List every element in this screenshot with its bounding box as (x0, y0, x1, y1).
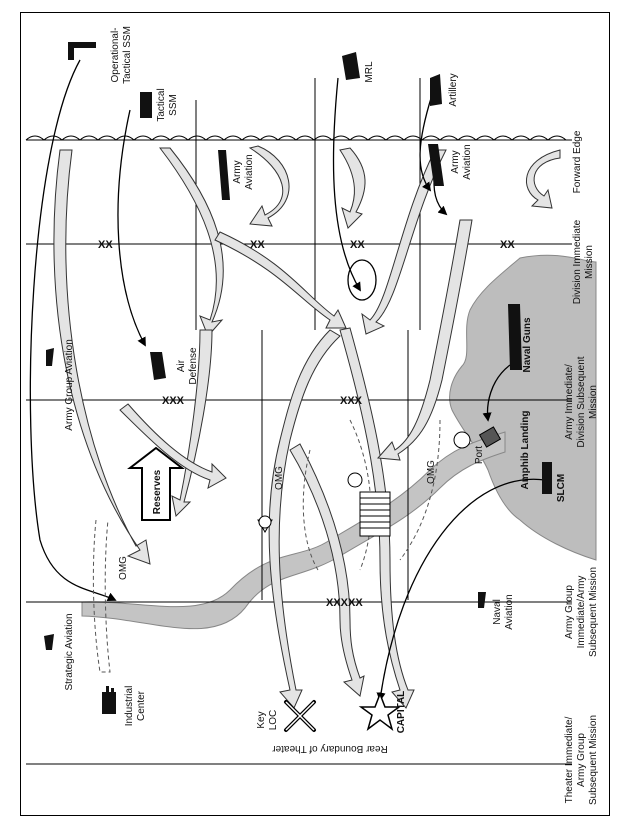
army-aviation-label-1-a: Army (232, 160, 243, 183)
division-immediate-label-1: Division Immediate (572, 219, 583, 304)
mrl-label: MRL (364, 61, 375, 83)
army-immediate-label-1: Army Immediate/ (564, 364, 575, 440)
weapon-icons (44, 42, 552, 650)
forward-edge-scallops (25, 135, 567, 141)
army-group-immediate-label-1: Army Group (564, 585, 575, 639)
omg-label-1: OMG (118, 556, 129, 580)
advance-arrow-1 (53, 149, 151, 565)
slcm-icon (542, 462, 552, 494)
omg-corridor-left (92, 519, 111, 673)
diagram-frame (20, 12, 610, 816)
advance-arrows (53, 145, 561, 709)
artillery-fire-arc (419, 94, 433, 192)
slcm-label: SLCM (556, 474, 567, 502)
forward-edge-label: Forward Edge (572, 130, 583, 193)
army-group-marker: XXXXX (326, 597, 363, 609)
air-defense-icon (150, 352, 166, 380)
division-immediate-label-2: Mission (584, 245, 595, 279)
army-aviation-label-2-b: Aviation (462, 144, 473, 179)
op-tac-ssm-label-1: Operational- (110, 27, 121, 82)
capital-label: CAPITAL (396, 691, 407, 734)
advance-arrow-3 (248, 145, 290, 227)
advance-arrow-12 (119, 403, 227, 489)
naval-aviation-label-1: Naval (492, 599, 503, 625)
airborne-marker-3 (453, 431, 471, 449)
slcm-fire-arc (376, 478, 546, 702)
advance-arrow-5 (361, 149, 447, 335)
strategic-aviation-icon (44, 634, 54, 650)
tactical-ssm-label-2: SSM (168, 94, 179, 116)
mrl-target-ellipse (347, 259, 377, 301)
army-marker-2: XXX (340, 395, 363, 407)
advance-arrow-6 (525, 149, 561, 209)
army-aviation-label-2-a: Army (450, 150, 461, 173)
airborne-marker-2 (347, 472, 363, 488)
army-aviation-label-1-b: Aviation (244, 154, 255, 189)
key-loc-label-1: Key (256, 711, 267, 728)
omg-label-3: OMG (426, 460, 437, 484)
advance-arrow-4 (339, 147, 366, 229)
rear-boundary-label: Rear Boundary of Theater (272, 743, 388, 754)
industrial-center-label-2: Center (136, 690, 147, 721)
river (81, 431, 506, 630)
division-marker-2: XX (250, 239, 265, 251)
reserves-arrow (127, 446, 185, 521)
industrial-center-icon (102, 686, 116, 714)
port-marker (478, 426, 502, 448)
naval-aviation-label-2: Aviation (504, 594, 515, 629)
army-immediate-label-3: Mission (588, 385, 599, 419)
theater-immediate-label-3: Subsequent Mission (588, 715, 599, 805)
air-defense-label-1: Air (176, 359, 187, 372)
army-marker-1: XXX (162, 395, 185, 407)
advance-arrow-11 (376, 219, 473, 461)
advance-arrow-10 (171, 329, 213, 518)
army-group-aviation-icon (46, 348, 54, 366)
naval-guns-fire-arc (482, 364, 511, 422)
advance-arrow-7 (214, 231, 347, 329)
air-defense-label-2: Defense (188, 347, 199, 385)
army-group-aviation-label: Army Group Aviation (64, 339, 75, 431)
army-group-immediate-label-3: Subsequent Mission (588, 567, 599, 657)
tactical-ssm-icon (140, 92, 152, 118)
army-aviation-icon-1 (218, 150, 230, 200)
airborne-marker-1-cap (258, 515, 272, 529)
army-group-immediate-label-2: Immediate/Army (576, 576, 587, 649)
omg-corridor-right (302, 419, 441, 571)
theater-immediate-label-2: Army Group (576, 733, 587, 787)
artillery-label: Artillery (448, 73, 459, 106)
naval-guns-label: Naval Guns (522, 317, 533, 372)
division-marker-4: XX (500, 239, 515, 251)
reserves-label: Reserves (152, 469, 163, 514)
army-aviation-icon-2 (428, 144, 444, 186)
advance-arrow-2 (158, 147, 224, 337)
key-loc-label-2: LOC (268, 710, 279, 731)
omg-label-2: OMG (274, 466, 285, 490)
division-marker-3: XX (350, 239, 365, 251)
artillery-icon (430, 74, 442, 106)
industrial-center-label-1: Industrial (124, 686, 135, 727)
op-tac-ssm-icon (68, 42, 96, 60)
division-marker-1: XX (98, 239, 113, 251)
naval-aviation-icon (478, 592, 486, 608)
strategic-aviation-label: Strategic Aviation (64, 613, 75, 690)
advance-arrow-13 (289, 443, 365, 697)
theater-immediate-label-1: Theater Immediate/ (564, 716, 575, 803)
naval-guns-icon (508, 304, 522, 370)
tactical-ssm-label-1: Tactical (156, 88, 167, 121)
river-crossing (359, 491, 391, 537)
amphib-landing-label: Amphib Landing (520, 411, 531, 490)
tactical-ssm-fire-arc (117, 109, 146, 347)
army-immediate-label-2: Division Subsequent (576, 356, 587, 447)
capital-star (358, 691, 402, 731)
port-label: Port (474, 446, 485, 465)
op-tac-ssm-label-2: Tactical SSM (122, 26, 133, 84)
op-tac-ssm-fire-arc (29, 59, 117, 601)
advance-arrow-9 (339, 327, 415, 709)
mrl-icon (342, 52, 360, 80)
